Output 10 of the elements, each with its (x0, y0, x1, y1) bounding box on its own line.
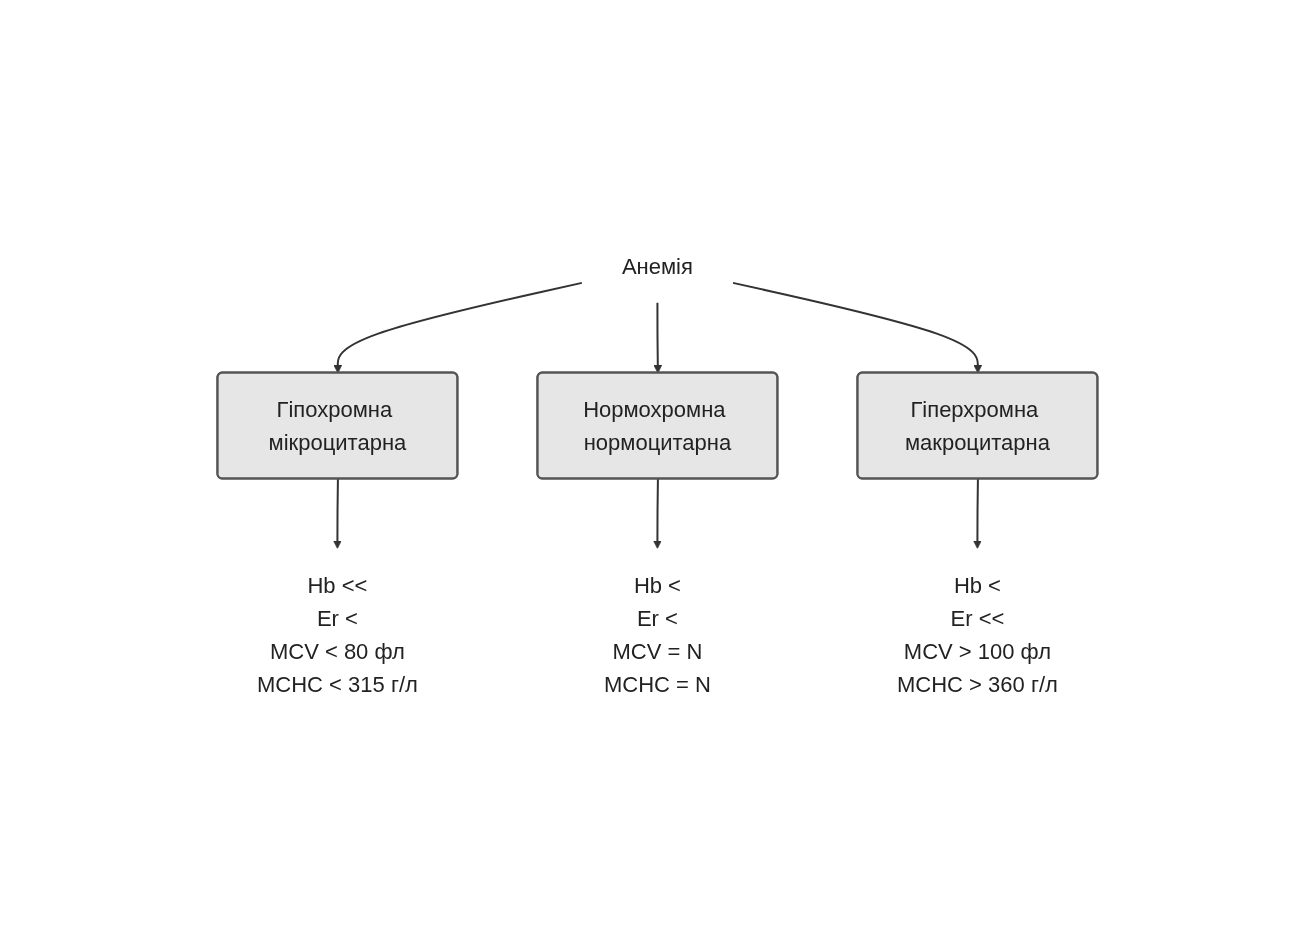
node-text: Анемія (622, 253, 693, 278)
arrow (653, 301, 663, 373)
arrow (333, 281, 583, 373)
arrow (333, 477, 342, 549)
node-text: Hb < Er < MCV = N MCHC = N (604, 572, 711, 696)
arrow (653, 477, 662, 549)
arrow (973, 477, 982, 549)
arrow (732, 281, 983, 373)
node-text: Hb << Er < MCV < 80 фл MCHC < 315 г/л (257, 572, 418, 696)
node-text: Hb < Er << MCV > 100 фл MCHC > 360 г/л (897, 572, 1058, 696)
